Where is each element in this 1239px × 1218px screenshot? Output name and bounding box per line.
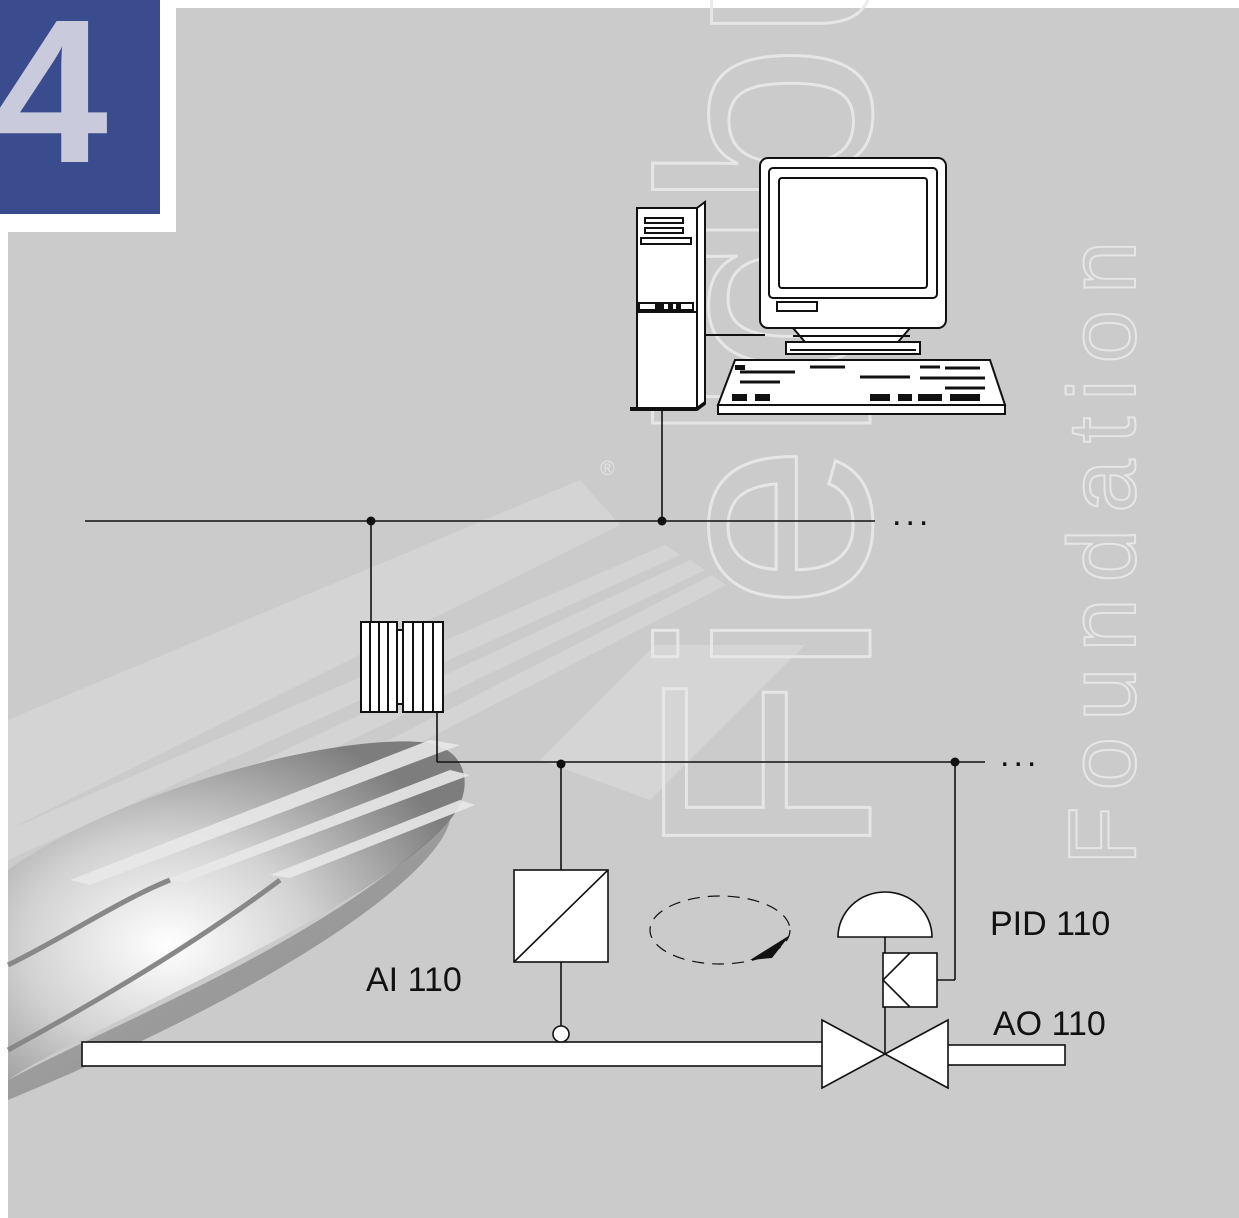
swoosh-graphic	[6, 740, 475, 1100]
loop-arrow-icon	[750, 935, 790, 960]
control-valve	[821, 891, 949, 1090]
watermark-word: Fieldbus	[598, 0, 934, 860]
upper-bus	[85, 410, 875, 622]
linking-device	[360, 621, 444, 713]
bus-junction	[366, 516, 376, 526]
loop-indicator	[649, 895, 791, 965]
workstation	[630, 157, 1007, 415]
bus-junction	[950, 757, 960, 767]
monitor-screen	[778, 177, 928, 289]
transmitter	[513, 869, 609, 1043]
background-panel	[8, 8, 1239, 1218]
label-ai: AI 110	[366, 961, 462, 999]
process-tap	[552, 1025, 570, 1043]
positioner	[882, 952, 938, 1008]
watermark-sub: Foundation	[1049, 225, 1156, 865]
lower-bus	[436, 712, 985, 981]
chapter-number: 4	[0, 0, 108, 206]
valve-body	[821, 1018, 949, 1090]
label-ao: AO 110	[993, 1005, 1106, 1043]
registered-mark: ®	[600, 458, 615, 480]
lower-bus-continuation: ...	[1000, 736, 1040, 774]
bus-junction	[657, 516, 667, 526]
process-pipe	[81, 1041, 1066, 1067]
label-pid: PID 110	[990, 905, 1110, 943]
tower-side	[696, 200, 706, 410]
bus-junction	[556, 759, 566, 769]
upper-bus-continuation: ...	[892, 495, 932, 533]
chapter-box	[0, 0, 160, 214]
